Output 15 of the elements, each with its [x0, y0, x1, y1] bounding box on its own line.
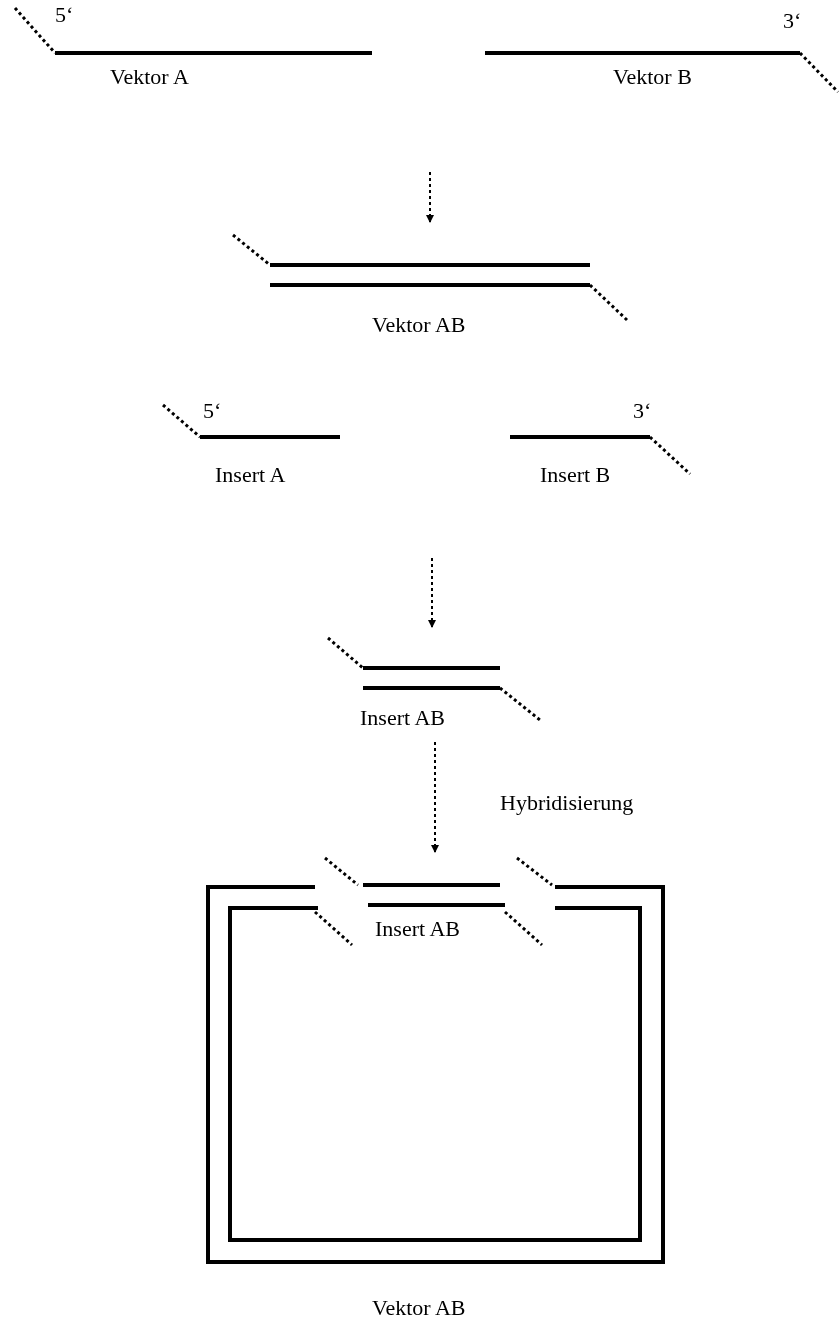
- strand-label: Vektor AB: [372, 1297, 466, 1319]
- end-label: 3‘: [783, 10, 802, 32]
- end-label: 5‘: [203, 400, 222, 422]
- strand-label: Insert B: [540, 464, 611, 486]
- arrow: [426, 171, 434, 223]
- arrow: [431, 741, 439, 853]
- strand-label: Vektor A: [110, 66, 189, 88]
- strand-label: Vektor B: [613, 66, 692, 88]
- end-label: 5‘: [55, 4, 74, 26]
- strand-label: Insert A: [215, 464, 286, 486]
- end-label: 3‘: [633, 400, 652, 422]
- strand-label: Insert AB: [375, 918, 460, 940]
- strand-label: Vektor AB: [372, 314, 466, 336]
- strand-label: Insert AB: [360, 707, 445, 729]
- arrow: [428, 557, 436, 628]
